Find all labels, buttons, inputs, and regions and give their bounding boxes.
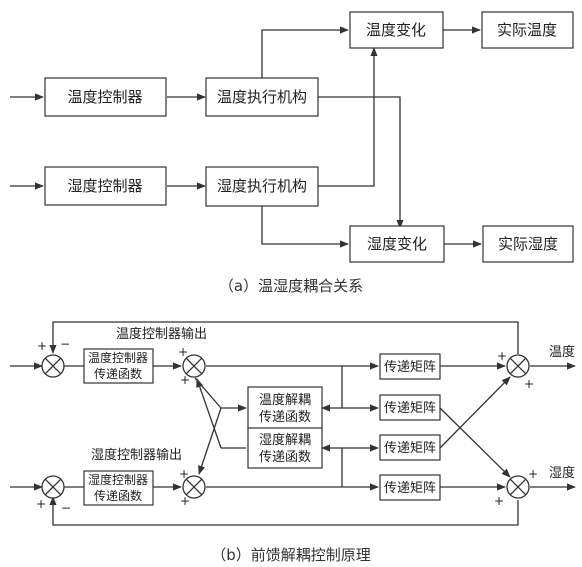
humid-to-matrix3	[341, 444, 379, 487]
temp-controller-label: 温度控制器	[67, 88, 142, 106]
humid-feedback-line	[49, 496, 519, 526]
humid-feedback-minus-sign: −	[61, 501, 71, 515]
matrix2-to-humid-out-sum	[439, 407, 511, 478]
temp-change-label: 温度变化	[366, 21, 426, 39]
temp-actuator-label: 温度执行机构	[217, 88, 307, 106]
temp-to-matrix2	[341, 366, 379, 412]
humid-sum2-plus-sign-bottom: +	[180, 494, 190, 508]
matrix3-to-temp-out-sum	[439, 376, 511, 449]
temp-decouple-sum-junction	[182, 354, 206, 378]
humid-setpoint-plus-sign: +	[36, 497, 46, 511]
transfer-matrix-3-label: 传递矩阵	[384, 441, 436, 456]
temp-setpoint-plus-sign: +	[37, 339, 47, 353]
humid-output-sum-junction	[506, 475, 530, 499]
arrow-temp-actuator-to-temp-change	[261, 26, 349, 78]
temp-controller-output-label: 温度控制器输出	[116, 326, 207, 342]
humid-controller-output-label: 湿度控制器输出	[91, 447, 182, 463]
arrow-humid-actuator-to-temp-change	[318, 47, 378, 187]
temp-change-box	[349, 11, 444, 49]
temp-decouple-box	[247, 386, 323, 430]
temp-decouple-to-humid-sum2	[198, 407, 222, 475]
temp-output-label: 温度	[549, 344, 575, 360]
transfer-matrix-1-label: 传递矩阵	[384, 360, 436, 375]
humid-controller-tf-line1: 湿度控制器	[88, 472, 148, 487]
transfer-matrix-1-box	[379, 353, 441, 380]
arrow-temp-actuator-to-humid-change	[318, 96, 404, 229]
temp-out-plus-sign-left: +	[497, 349, 507, 363]
temp-actuator-box	[205, 77, 319, 117]
diagram-a: 温度控制器 温度执行机构 温度变化 实际温度 湿度控制器 湿度执行机构 湿度变化…	[10, 11, 574, 295]
temp-controller-tf-line2: 传递函数	[94, 366, 142, 381]
humid-change-label: 湿度变化	[367, 235, 427, 253]
humid-out-plus-sign-top: +	[528, 467, 538, 481]
humid-sum2-plus-sign-top: +	[179, 467, 189, 481]
temp-decouple-line1: 温度解耦	[259, 392, 311, 408]
caption-b: （b）前馈解耦控制原理	[211, 546, 371, 564]
transfer-matrix-2-box	[379, 394, 441, 421]
transfer-matrix-4-label: 传递矩阵	[384, 481, 436, 496]
humid-controller-tf-line2: 传递函数	[94, 488, 142, 503]
humid-change-box	[349, 225, 445, 263]
humid-input-sum-junction	[41, 475, 65, 499]
humid-actuator-box	[205, 166, 319, 207]
temp-input-sum-junction	[41, 354, 65, 378]
temp-decouple-line2: 传递函数	[259, 410, 311, 425]
humid-decouple-to-temp-sum2	[196, 378, 222, 449]
humid-controller-tf-box	[83, 470, 154, 506]
temp-controller-tf-box	[83, 348, 154, 384]
humid-output-label: 湿度	[549, 465, 575, 481]
arrow-humid-actuator-to-humid-change	[261, 206, 349, 248]
transfer-matrix-3-box	[379, 434, 441, 461]
actual-humid-box	[482, 225, 574, 263]
temp-sum2-plus-sign-top: +	[178, 345, 188, 359]
actual-humid-label: 实际湿度	[498, 235, 558, 253]
temp-out-plus-sign-bottom: +	[524, 377, 534, 391]
actual-temp-label: 实际温度	[497, 21, 557, 39]
humid-decouple-sum-junction	[182, 475, 206, 499]
temp-sum2-plus-sign-bottom: +	[180, 373, 190, 387]
temp-controller-tf-line1: 温度控制器	[88, 350, 148, 365]
humid-decouple-line1: 湿度解耦	[259, 432, 311, 448]
temp-output-sum-junction	[506, 354, 530, 378]
diagram-b: 温度控制器 传递函数 湿度控制器 传递函数 温度解耦 传递函数 湿度解耦 传递函…	[10, 321, 576, 564]
humid-decouple-line2: 传递函数	[259, 450, 311, 465]
actual-temp-box	[481, 11, 574, 49]
humid-controller-box	[44, 166, 167, 206]
temp-feedback-minus-sign: −	[60, 337, 70, 351]
humid-controller-label: 湿度控制器	[67, 177, 142, 195]
temp-controller-box	[44, 77, 167, 117]
temp-feedback-line	[49, 321, 519, 354]
transfer-matrix-2-label: 传递矩阵	[384, 401, 436, 416]
humid-decouple-box	[247, 427, 323, 469]
transfer-matrix-4-box	[379, 474, 441, 501]
humid-actuator-label: 湿度执行机构	[217, 177, 307, 195]
humid-out-plus-sign-bottom: +	[494, 494, 504, 508]
caption-a: （a）温湿度耦合关系	[219, 277, 363, 295]
